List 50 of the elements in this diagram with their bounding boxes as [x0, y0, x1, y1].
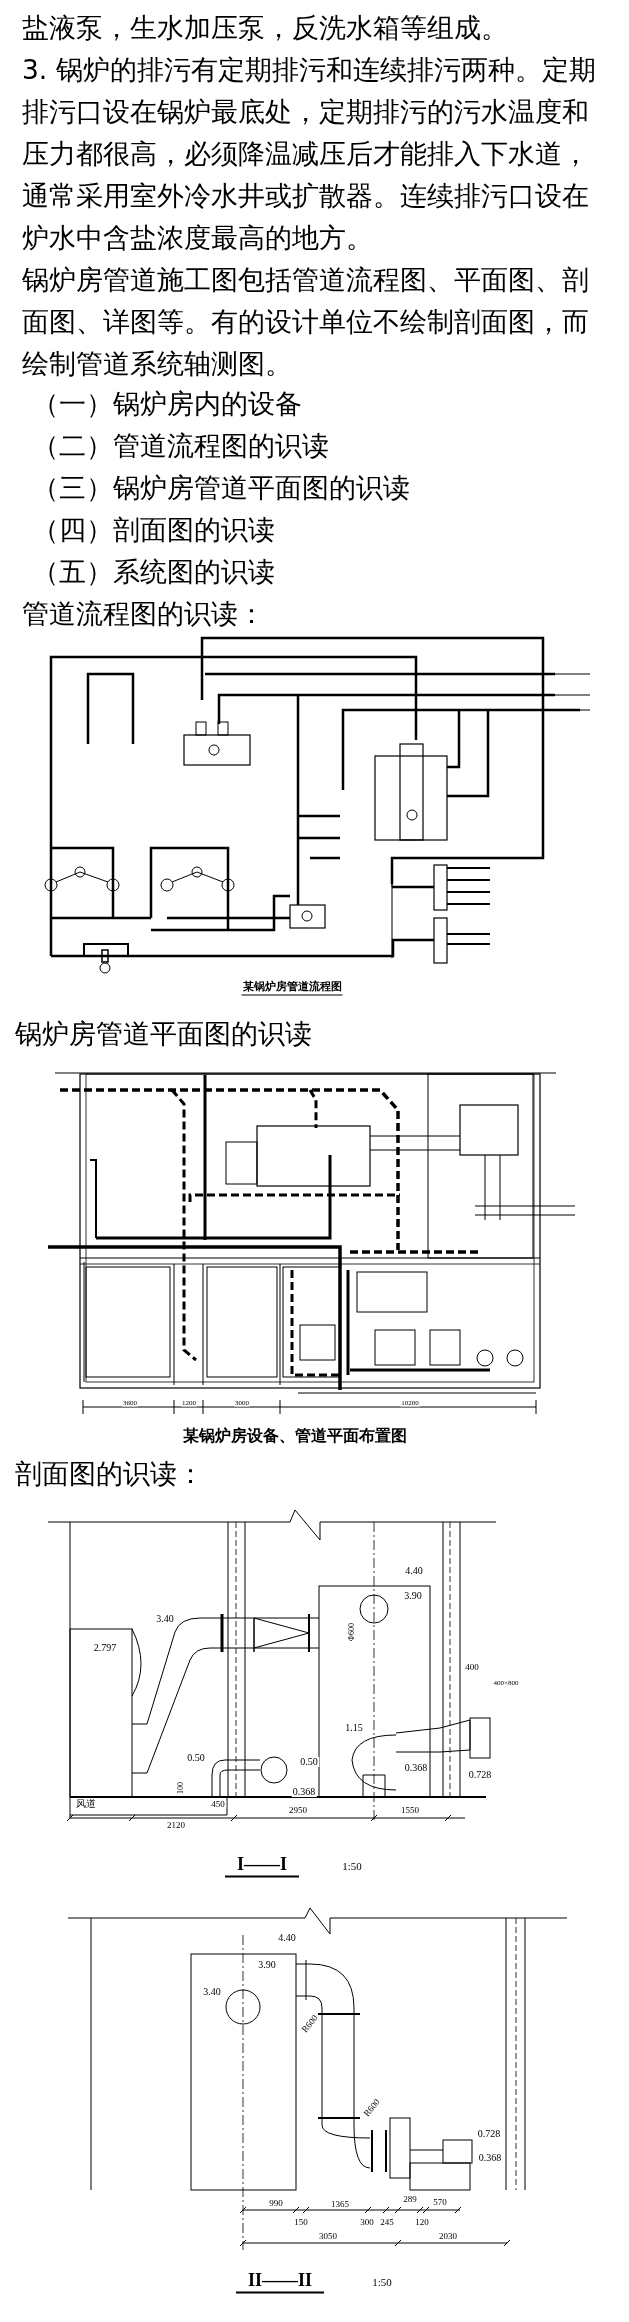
dimension-label: 990: [268, 2198, 284, 2208]
dimension-label: 400: [464, 1662, 480, 1672]
elevation-label: 1.15: [344, 1723, 364, 1733]
elevation-label: 0.368: [477, 2153, 503, 2163]
elevation-label: 3.40: [155, 1614, 175, 1624]
dimension-label: 120: [414, 2217, 430, 2227]
elevation-label: 0.368: [403, 1763, 429, 1773]
list-item: （四）剖面图的识读: [32, 516, 275, 544]
dimension-label: 300: [359, 2217, 375, 2227]
dimension-label: 1550: [400, 1805, 420, 1815]
section-heading: 锅炉房管道平面图的识读: [15, 1020, 312, 1048]
elevation-label: 4.40: [277, 1933, 297, 1943]
dimension-label: Φ600: [348, 1622, 356, 1642]
elevation-label: 3.40: [202, 1987, 222, 1997]
dimension-label: 245: [379, 2217, 395, 2227]
list-item: （五）系统图的识读: [32, 558, 275, 586]
section-title: II——II: [236, 2270, 324, 2294]
elevation-label: 0.728: [476, 2129, 502, 2139]
elevation-label: 4.40: [404, 1566, 424, 1576]
scale-label: 1:50: [371, 2276, 393, 2288]
elevation-label: 0.728: [467, 1770, 493, 1780]
dimension-label: 2030: [438, 2231, 458, 2241]
dimension-label: 450: [210, 1799, 226, 1809]
dimension-label: 150: [293, 2217, 309, 2227]
paragraph: 3. 锅炉的排污有定期排污和连续排污两种。定期排污口设在锅炉最底处，定期排污的污水温度和压力都很高，必须降温减压后才能排入下水道，通常采用室外冷水井或扩散器。连续排污口设在炉水中含盐浓度最高的地方。: [22, 53, 597, 255]
list-item: （一）锅炉房内的设备: [32, 390, 302, 418]
section-heading: 剖面图的识读：: [15, 1460, 204, 1488]
list-item: （二）管道流程图的识读: [32, 432, 329, 460]
drawing-caption: 某锅炉房设备、管道平面布置图: [182, 1428, 408, 1444]
paragraph: 锅炉房管道施工图包括管道流程图、平面图、剖面图、详图等。有的设计单位不绘制剖面图，而绘制管道系统轴测图。: [22, 263, 590, 381]
dimension-label: 2950: [288, 1805, 308, 1815]
drawing-caption: 某锅炉房管道流程图: [241, 980, 343, 996]
elevation-label: 3.90: [257, 1960, 277, 1970]
dimension-label: 289: [402, 2194, 418, 2204]
elevation-label: 0.50: [299, 1757, 319, 1767]
dimension-label: 2120: [166, 1820, 186, 1830]
elevation-label: 3.90: [403, 1591, 423, 1601]
dimension-label: 570: [432, 2197, 448, 2207]
elevation-label: 2.797: [92, 1643, 118, 1653]
paragraph: 盐液泵，生水加压泵，反洗水箱等组成。: [22, 11, 509, 45]
list-item: （三）锅炉房管道平面图的识读: [32, 474, 410, 502]
dimension-label: 1365: [330, 2199, 350, 2209]
dimension-label: 3050: [318, 2231, 338, 2241]
elevation-label: 0.368: [291, 1787, 317, 1797]
scale-label: 1:50: [341, 1860, 363, 1872]
dimension-label: 100: [177, 1781, 185, 1795]
section-heading: 管道流程图的识读：: [22, 600, 265, 628]
section-title: I——I: [225, 1854, 299, 1878]
duct-label: 风道: [75, 1799, 97, 1809]
elevation-label: 0.50: [186, 1753, 206, 1763]
